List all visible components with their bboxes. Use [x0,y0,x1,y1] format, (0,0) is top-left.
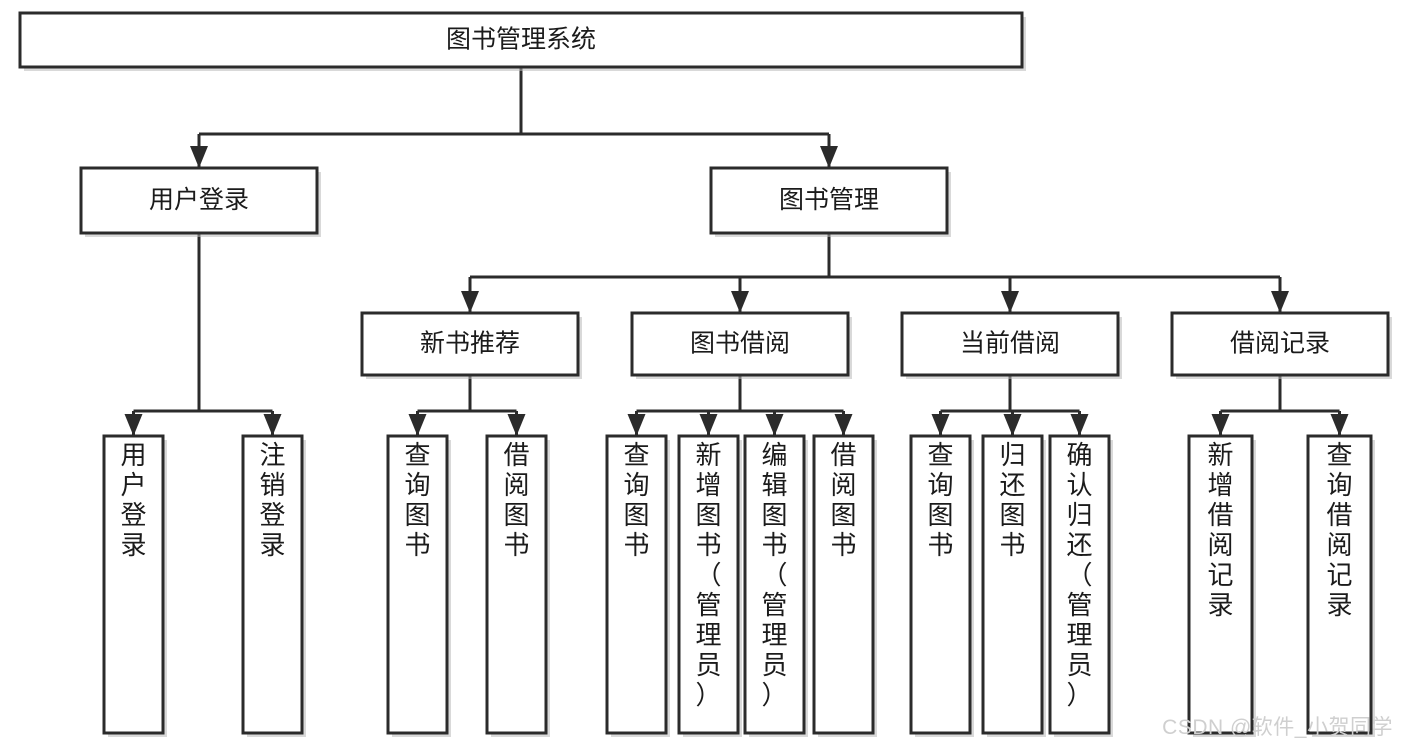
node-leaf-user-logout[interactable]: 注销登录 [241,434,306,737]
arrow-head [1003,414,1022,436]
node-label: 图书管理 [779,186,879,214]
node-borrow-record[interactable]: 借阅记录 [1170,311,1392,379]
arrow-head [507,414,526,436]
arrow-head [124,414,143,436]
node-label: 查询图书 [623,440,649,560]
node-box [743,434,806,735]
arrow-head [731,291,749,313]
node-box [605,434,668,735]
node-label: 查询图书 [404,440,430,560]
node-book-borrow[interactable]: 图书借阅 [630,311,852,379]
node-box [485,434,548,735]
arrow-head [190,146,208,168]
node-label: 注销登录 [259,440,285,560]
node-label: 新增图书（管理员） [695,440,721,710]
node-label: 新增借阅记录 [1207,440,1233,620]
node-box [386,434,449,735]
arrow-head [1001,291,1019,313]
arrow-head [699,414,718,436]
node-label: 归还图书 [999,440,1025,560]
node-label: 借阅图书 [830,440,856,560]
node-box [981,434,1044,735]
arrow-head [461,291,479,313]
node-new-book-recommend[interactable]: 新书推荐 [360,311,582,379]
node-leaf-borrow-book-1[interactable]: 借阅图书 [485,434,550,737]
node-leaf-query-record[interactable]: 查询借阅记录 [1306,434,1375,737]
node-layer: 图书管理系统用户登录图书管理新书推荐图书借阅当前借阅借阅记录用户登录注销登录查询… [18,11,1392,737]
arrow-head [408,414,427,436]
node-box [812,434,875,735]
node-box [709,166,949,235]
arrow-head [834,414,853,436]
node-leaf-add-book[interactable]: 新增图书（管理员） [677,434,742,737]
node-label: 用户登录 [149,186,249,214]
arrow-head [1271,291,1289,313]
edge-layer [124,67,1349,436]
node-box [18,11,1024,69]
node-label: 当前借阅 [960,330,1060,358]
node-leaf-borrow-book-2[interactable]: 借阅图书 [812,434,877,737]
node-user-login[interactable]: 用户登录 [79,166,321,237]
node-label: 图书借阅 [690,330,790,358]
arrow-head [1211,414,1230,436]
node-box [1048,434,1111,735]
node-box [102,434,165,735]
node-label: 新书推荐 [420,330,520,358]
node-box [1170,311,1390,377]
node-box [630,311,850,377]
node-leaf-query-book-1[interactable]: 查询图书 [386,434,451,737]
node-label: 确认归还（管理员） [1066,440,1092,710]
arrow-head [627,414,646,436]
node-box [909,434,972,735]
node-box [1306,434,1373,735]
node-book-manage[interactable]: 图书管理 [709,166,951,237]
node-label: 查询图书 [927,440,953,560]
node-label: 图书管理系统 [446,26,596,54]
node-label: 用户登录 [120,440,146,560]
arrow-head [820,146,838,168]
arrow-head [263,414,282,436]
node-current-borrow[interactable]: 当前借阅 [900,311,1122,379]
arrow-head [1070,414,1089,436]
node-leaf-add-record[interactable]: 新增借阅记录 [1187,434,1256,737]
node-leaf-user-login[interactable]: 用户登录 [102,434,167,737]
node-leaf-query-book-2[interactable]: 查询图书 [605,434,670,737]
node-leaf-return-book[interactable]: 归还图书 [981,434,1046,737]
node-box [79,166,319,235]
node-label: 编辑图书（管理员） [761,440,787,710]
node-label: 借阅图书 [503,440,529,560]
node-root[interactable]: 图书管理系统 [18,11,1026,71]
node-box [241,434,304,735]
node-box [1187,434,1254,735]
arrow-head [931,414,950,436]
node-box [900,311,1120,377]
node-box [677,434,740,735]
node-label: 借阅记录 [1230,330,1330,358]
node-leaf-confirm-return[interactable]: 确认归还（管理员） [1048,434,1113,737]
arrow-head [1330,414,1349,436]
node-leaf-edit-book[interactable]: 编辑图书（管理员） [743,434,808,737]
node-label: 查询借阅记录 [1326,440,1352,620]
arrow-head [765,414,784,436]
node-box [360,311,580,377]
node-leaf-query-book-3[interactable]: 查询图书 [909,434,974,737]
